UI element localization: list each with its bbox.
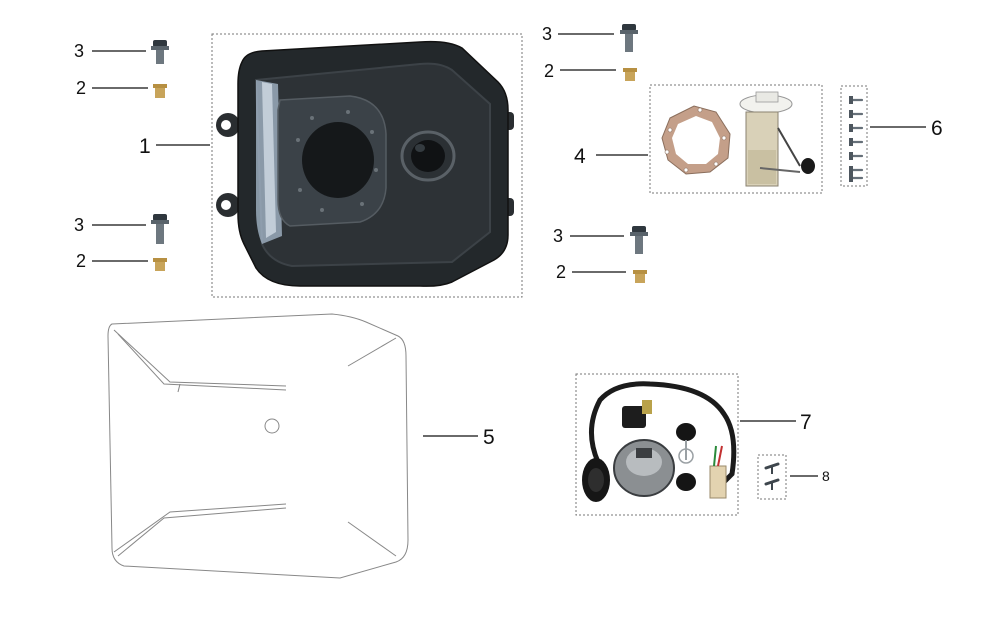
callout-4: 4 [574,145,586,168]
callout-1: 1 [139,135,151,158]
callout-2-mid-right: 2 [556,262,566,282]
callout-2-top-right: 2 [544,61,554,81]
callout-3-mid-right: 3 [553,226,563,246]
screws-group-box [840,85,868,187]
ignition-connector [709,465,727,499]
washer-top-left [153,84,167,98]
ignition-set-group-box [575,373,739,516]
leader-lines [92,33,926,477]
callout-8: 8 [822,468,830,484]
ignition-cap-set-part [575,373,739,516]
ignition-wire-harness [588,381,737,486]
callout-6: 6 [931,117,943,140]
callout-7: 7 [800,411,812,434]
small-screws-group-box [757,454,787,500]
bolt-mid-right [630,226,648,254]
callout-5: 5 [483,426,495,449]
heat-shield-hole [264,418,280,434]
callout-labels: 1 2 2 2 2 3 3 3 3 4 5 6 7 8 [74,24,943,484]
callout-3-top-left: 3 [74,41,84,61]
small-screws-part [757,454,787,500]
callout-3-mid-left: 3 [74,215,84,235]
ignition-switch-block [622,406,646,428]
key-head-lower [676,473,696,491]
heat-shield-part [107,313,409,579]
bolt-mid-left [151,214,169,244]
callout-2-mid-left: 2 [76,251,86,271]
callout-2-top-left: 2 [76,78,86,98]
bolt-top-right [620,24,638,52]
fuel-pump-part [649,84,823,194]
pump-float [801,158,815,174]
washer-mid-left [153,258,167,271]
key-ring [678,448,694,464]
washer-top-right [623,68,637,81]
fuel-pump-group-box [649,84,823,194]
callout-3-top-right: 3 [542,24,552,44]
fuel-tank-group-box [211,33,523,298]
washer-mid-right [633,270,647,283]
key-head-upper [676,423,696,441]
screws-part [840,85,868,187]
fuel-tank-part [211,33,523,298]
bolts-and-washers [151,24,648,283]
tank-pump-opening [302,122,374,198]
bolt-top-left [151,40,169,64]
heat-shield-outline [107,313,409,579]
